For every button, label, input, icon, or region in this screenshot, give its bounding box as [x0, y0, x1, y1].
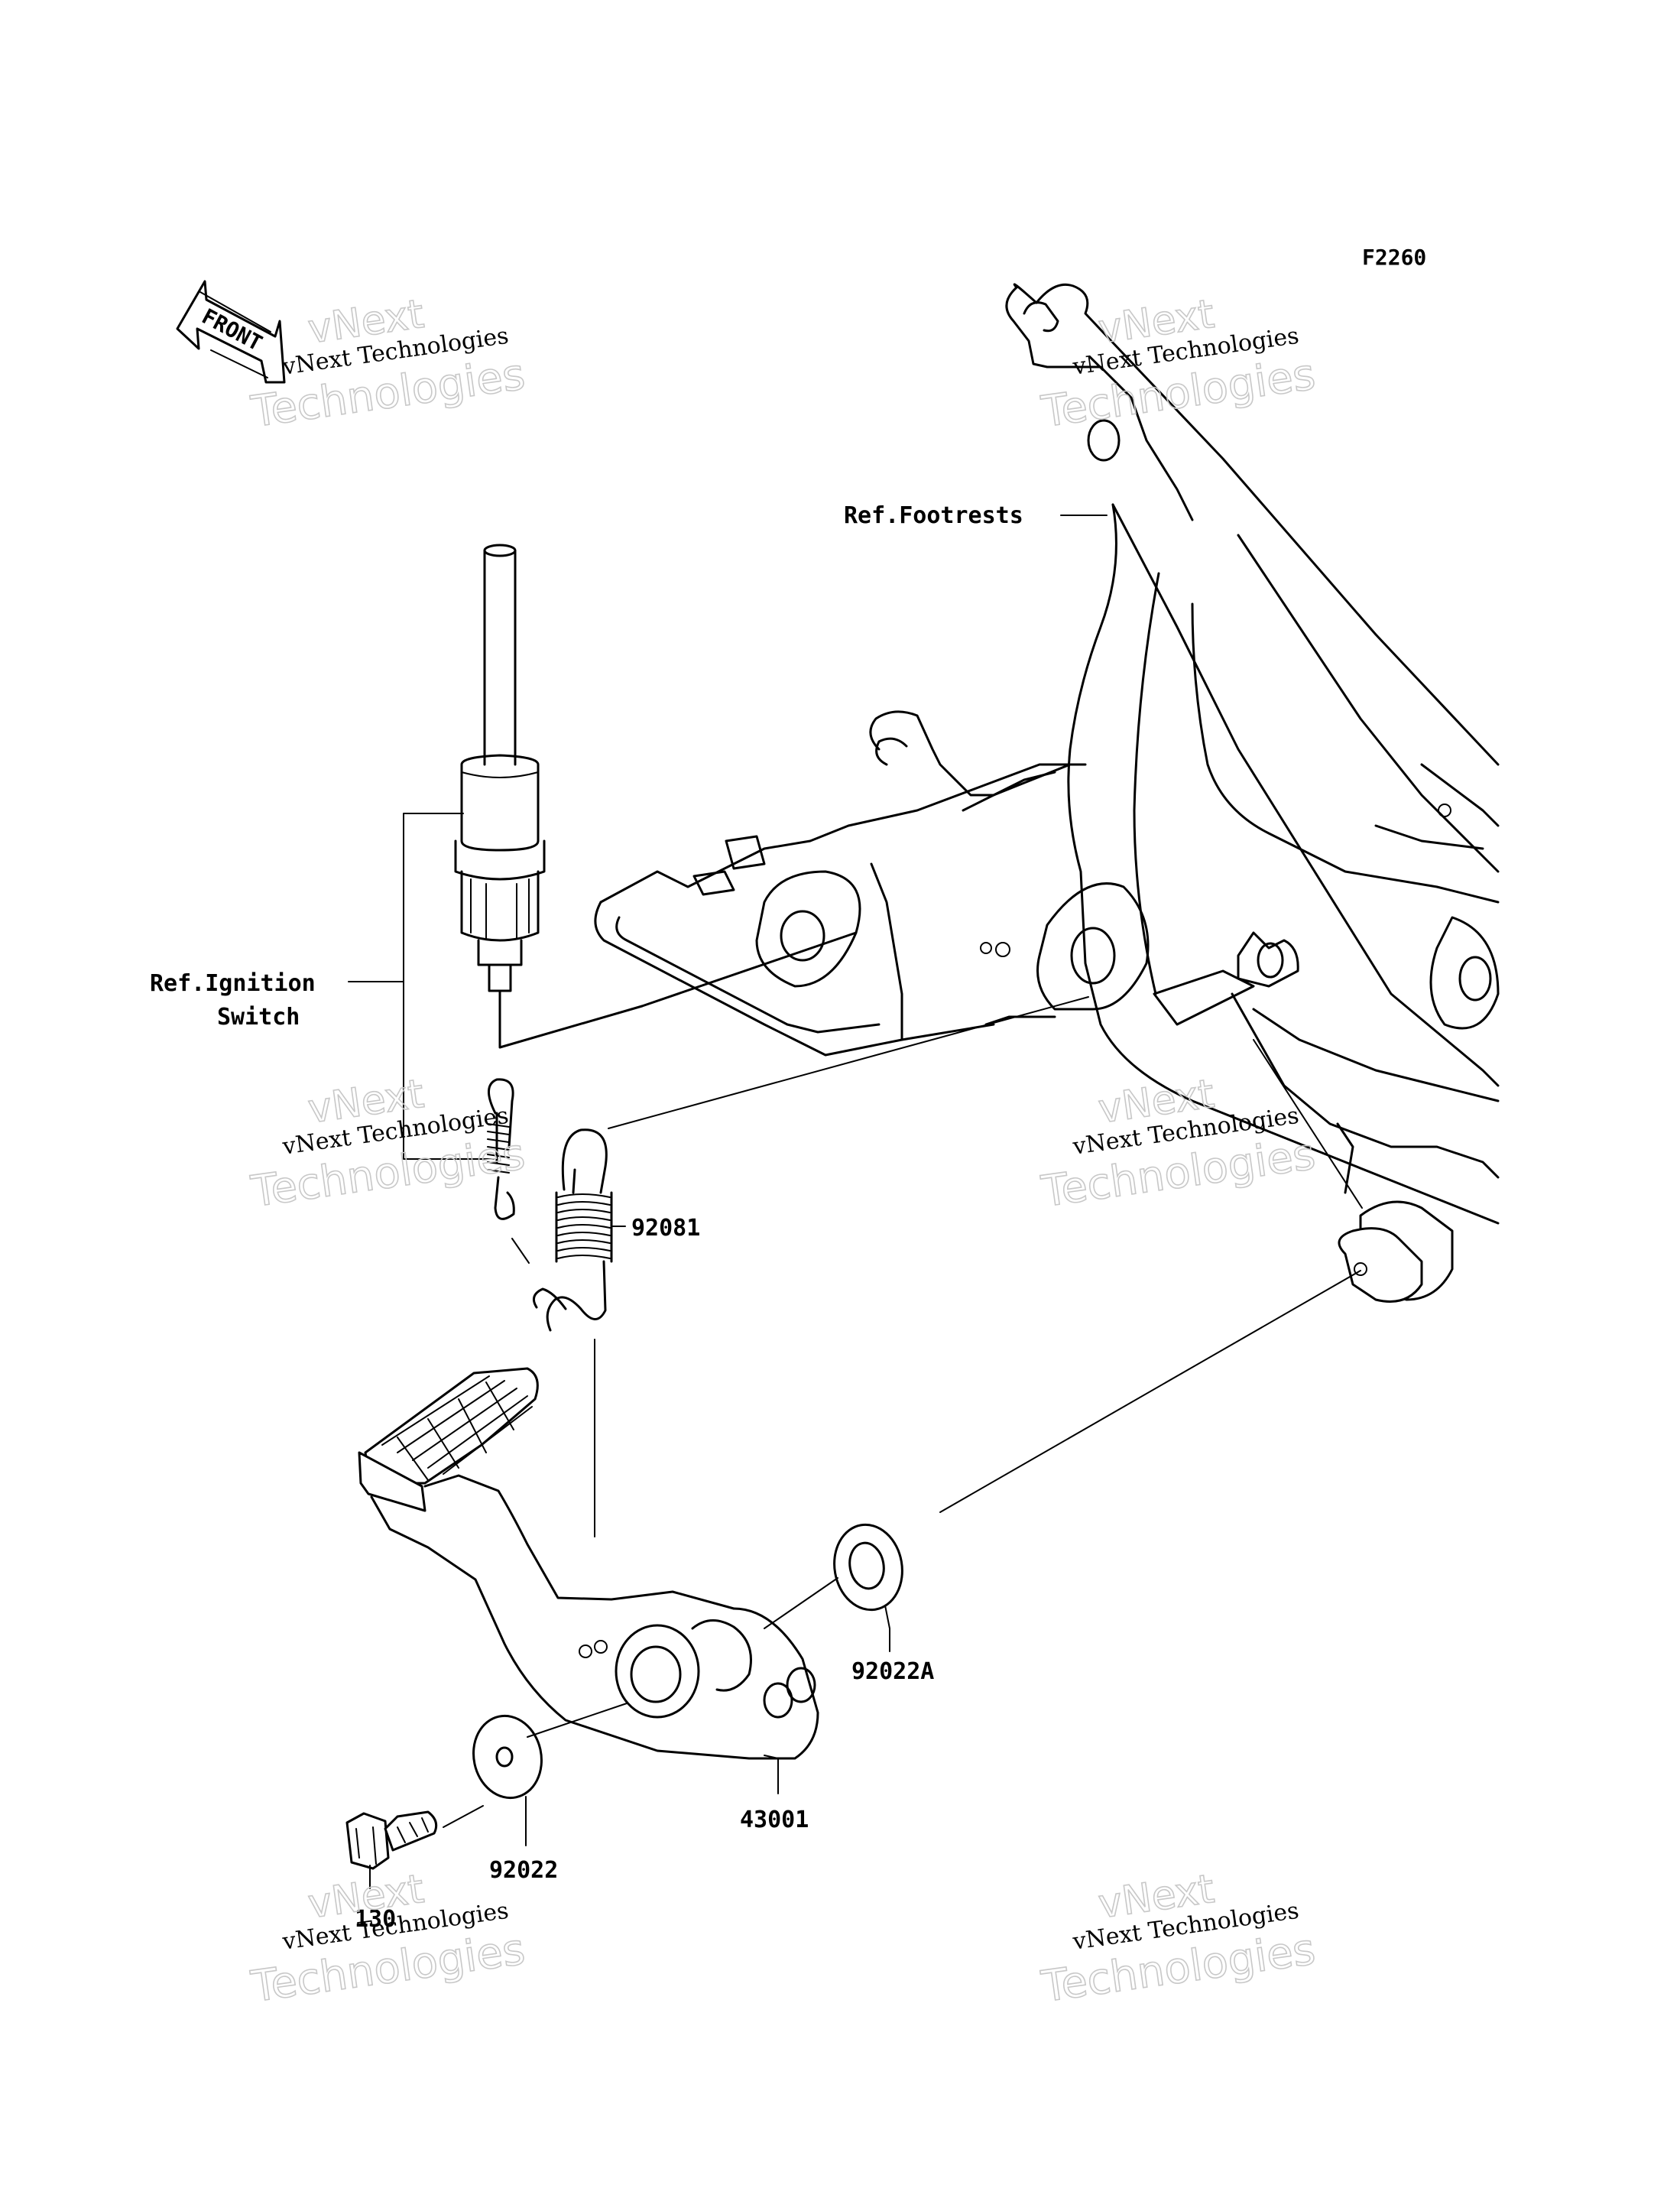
label-part-130: 130 — [355, 1906, 396, 1933]
washer-92022 — [472, 1714, 543, 1800]
switch-bracket — [594, 710, 1087, 1057]
watermark: vNext vNext Technologies Technologies — [1038, 291, 1319, 438]
label-part-92022: 92022 — [489, 1857, 558, 1884]
brake-light-switch — [454, 544, 858, 1049]
washer-92022A — [833, 1523, 903, 1612]
label-part-43001: 43001 — [740, 1807, 809, 1833]
label-ref-footrests: Ref.Footrests — [844, 502, 1023, 529]
label-part-92081: 92081 — [631, 1215, 700, 1242]
leader-lines — [348, 515, 1363, 1846]
switch-spring — [487, 1078, 515, 1220]
watermark: vNext vNext Technologies Technologies — [1038, 1070, 1319, 1218]
label-part-92022A: 92022A — [851, 1658, 934, 1685]
front-arrow-icon: FRONT — [176, 280, 286, 384]
watermark: vNext vNext Technologies Technologies — [248, 291, 529, 438]
label-ref-ignition: Ref.Ignition — [150, 970, 316, 997]
footrest-frame-bracket — [995, 283, 1500, 1303]
label-ref-ignition-switch: Switch — [217, 1004, 300, 1031]
front-label: FRONT — [198, 304, 267, 356]
watermark: vNext vNext Technologies Technologies — [248, 1865, 529, 2013]
return-spring-92081 — [532, 1128, 613, 1332]
figure-code: F2260 — [1362, 245, 1426, 270]
watermark: vNext vNext Technologies Technologies — [1038, 1865, 1319, 2013]
bolt-130 — [345, 1810, 438, 1889]
watermark: vNext vNext Technologies Technologies — [248, 1070, 529, 1218]
brake-pedal-43001 — [358, 1367, 819, 1794]
